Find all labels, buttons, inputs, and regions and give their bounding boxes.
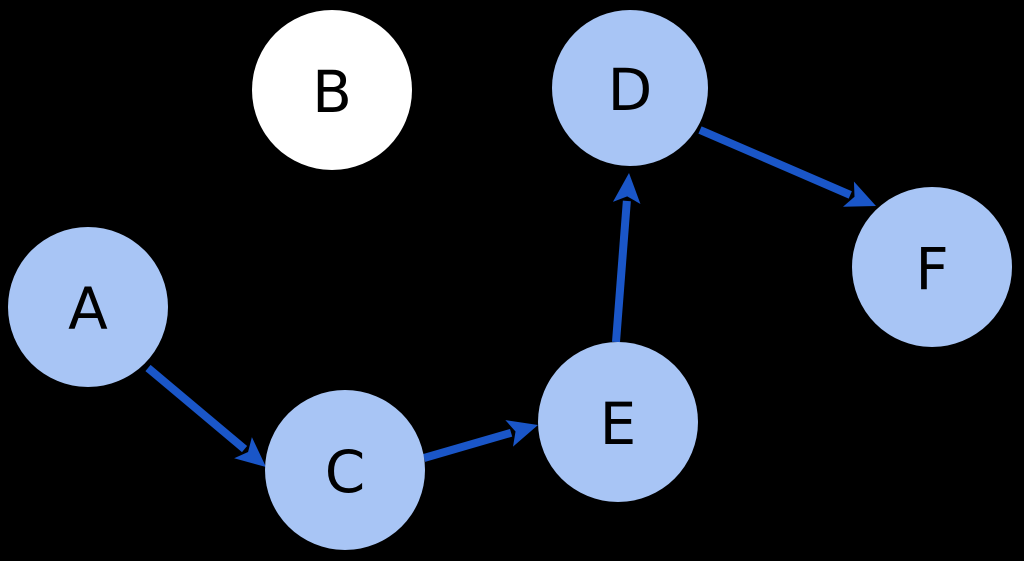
graph-edge[interactable]: [422, 420, 538, 462]
edge-arrowhead: [612, 173, 641, 204]
node-circle[interactable]: [852, 187, 1012, 347]
node-label: F: [915, 235, 948, 303]
edge-arrowhead: [842, 181, 876, 207]
graph-node-c[interactable]: C: [265, 390, 425, 550]
edges-layer: [145, 126, 876, 467]
edge-line: [422, 428, 513, 462]
node-label: A: [68, 275, 108, 343]
graph-edge[interactable]: [698, 126, 876, 207]
graph-node-a[interactable]: A: [8, 227, 168, 387]
edge-line: [698, 126, 852, 199]
graph-node-b[interactable]: B: [252, 10, 412, 170]
graph-edge[interactable]: [612, 173, 641, 343]
nodes-layer: A B C D E F: [8, 10, 1012, 550]
graph-node-f[interactable]: F: [852, 187, 1012, 347]
node-label: C: [325, 438, 366, 506]
edge-arrowhead: [505, 420, 538, 447]
node-circle[interactable]: [552, 10, 708, 166]
node-circle[interactable]: [252, 10, 412, 170]
node-label: D: [608, 56, 653, 124]
graph-node-d[interactable]: D: [552, 10, 708, 166]
node-label: E: [600, 390, 637, 458]
node-circle[interactable]: [8, 227, 168, 387]
node-circle[interactable]: [265, 390, 425, 550]
node-label: B: [312, 58, 352, 126]
node-circle[interactable]: [538, 342, 698, 502]
graph-node-e[interactable]: E: [538, 342, 698, 502]
edge-arrowhead: [234, 437, 266, 467]
graph-edge[interactable]: [145, 364, 266, 467]
edge-line: [145, 364, 248, 453]
edge-line: [612, 200, 631, 343]
